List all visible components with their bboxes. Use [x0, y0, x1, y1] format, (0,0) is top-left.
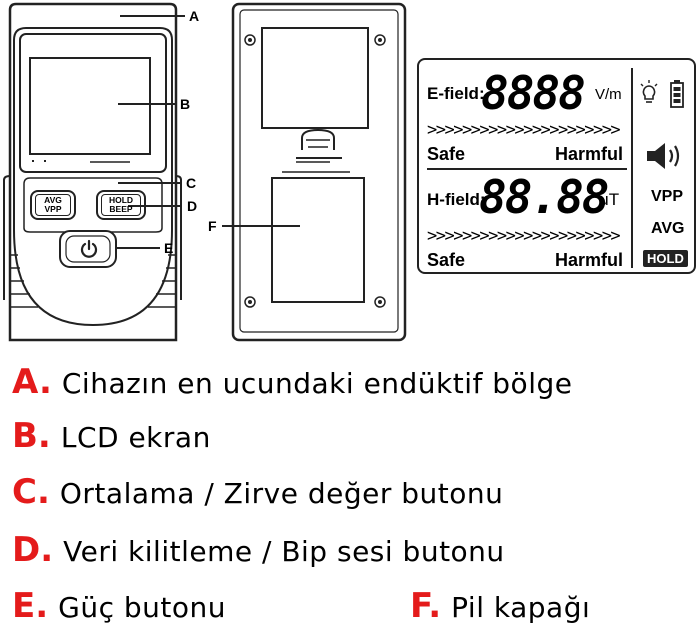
battery-icon [670, 80, 684, 108]
callout-e: E [164, 240, 174, 256]
power-icon [80, 239, 98, 258]
callout-f: F [208, 218, 217, 234]
speaker-icon [647, 143, 680, 169]
hold-label: HOLD [108, 195, 134, 205]
legend-text-e: Güç butonu [58, 591, 227, 624]
callout-c: C [186, 175, 197, 191]
vpp-label: VPP [44, 204, 62, 214]
hfield-harmful-label: Harmful [555, 250, 624, 270]
hold-beep-button[interactable]: HOLD BEEP [96, 190, 146, 220]
efield-label: E-field: [427, 84, 485, 103]
lcd-divider [631, 68, 633, 268]
efield-safe-label: Safe [427, 144, 466, 164]
callout-a: A [189, 8, 200, 24]
legend-letter-f: F. [410, 586, 442, 626]
lcd-detail-panel: E-field: 8888 V/m >>>>>>>>>>>>>>>>>>>>>>… [417, 58, 696, 274]
legend-item-b: B. LCD ekran [12, 416, 211, 460]
power-button[interactable] [68, 237, 110, 261]
efield-unit: V/m [595, 86, 622, 103]
efield-bar-chevrons: >>>>>>>>>>>>>>>>>>>>>> [427, 120, 621, 140]
avg-vpp-button-face: AVG VPP [35, 194, 71, 216]
device-front-outline [3, 2, 185, 342]
lcd-row-divider [427, 168, 627, 170]
avg-vpp-button[interactable]: AVG VPP [30, 190, 76, 220]
efield-harmful-label: Harmful [555, 144, 624, 164]
legend-letter-d: D. [12, 530, 54, 570]
legend-item-d: D. Veri kilitleme / Bip sesi butonu [12, 530, 505, 574]
light-bulb-icon [640, 80, 658, 103]
hold-beep-button-face: HOLD BEEP [101, 194, 141, 216]
legend-text-d: Veri kilitleme / Bip sesi butonu [63, 535, 505, 568]
legend-letter-c: C. [12, 472, 50, 512]
avg-indicator: AVG [651, 220, 685, 237]
device-front-view: AVG VPP HOLD BEEP A [0, 0, 200, 345]
legend-letter-b: B. [12, 416, 51, 456]
legend-text-f: Pil kapağı [451, 591, 591, 624]
legend-letter-e: E. [12, 586, 49, 626]
legend-text-b: LCD ekran [60, 421, 211, 454]
legend-item-f: F. Pil kapağı [410, 586, 590, 630]
device-back-view [200, 0, 410, 345]
hfield-safe-label: Safe [427, 250, 466, 270]
legend-text-c: Ortalama / Zirve değer butonu [59, 477, 504, 510]
legend-item-c: C. Ortalama / Zirve değer butonu [12, 472, 503, 516]
hfield-digits: 88.88 [479, 170, 609, 224]
legend-item-a: A. Cihazın en ucundaki endüktif bölge [12, 362, 572, 406]
device-back-outline [222, 2, 407, 342]
beep-label: BEEP [109, 204, 133, 214]
hfield-bar-chevrons: >>>>>>>>>>>>>>>>>>>>>> [427, 226, 621, 246]
legend-letter-a: A. [12, 362, 52, 402]
hfield-label: H-field: [427, 190, 486, 209]
avg-label: AVG [44, 195, 62, 205]
efield-digits: 8888 [481, 66, 586, 120]
vpp-indicator: VPP [651, 188, 684, 205]
hold-indicator: HOLD [643, 250, 688, 267]
legend-item-e: E. Güç butonu [12, 586, 226, 630]
callout-b: B [180, 96, 191, 112]
hfield-unit: μT [599, 190, 620, 209]
legend-text-a: Cihazın en ucundaki endüktif bölge [61, 367, 573, 400]
callout-d: D [187, 198, 198, 214]
